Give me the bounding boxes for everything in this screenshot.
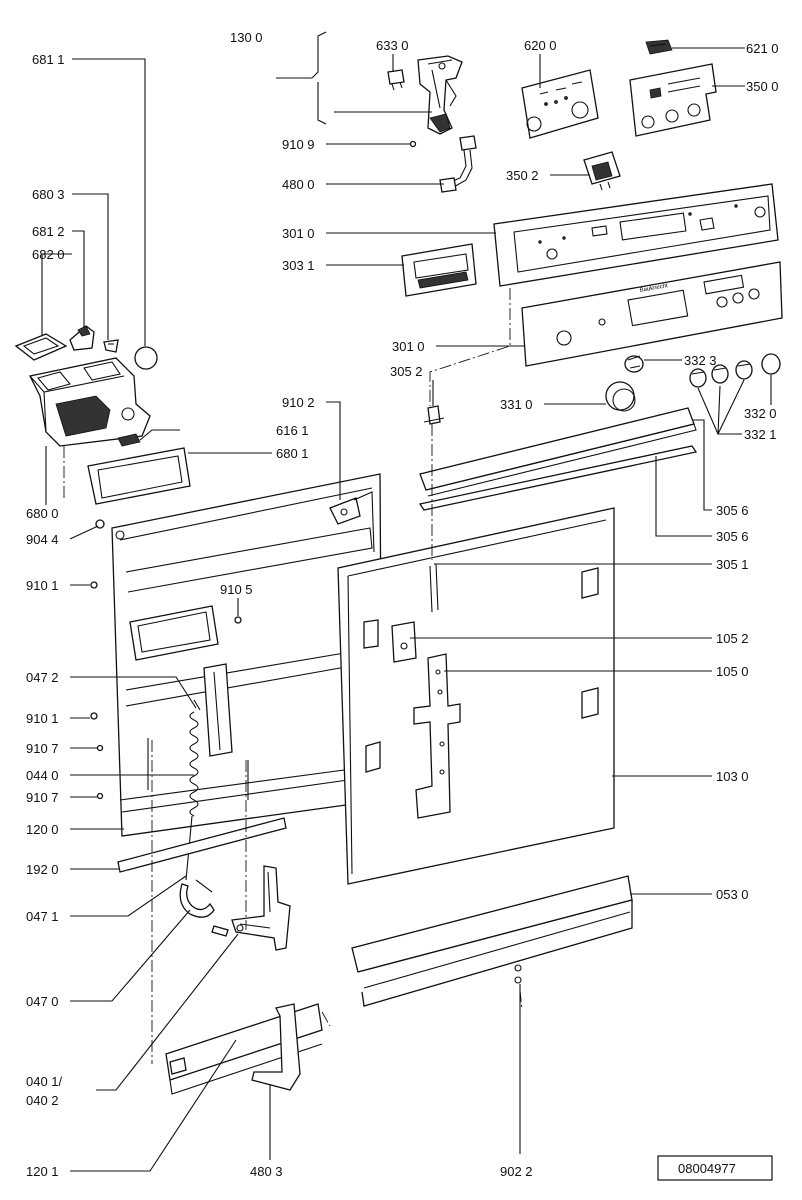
part-633-clip	[387, 69, 405, 91]
label-910-7-upper: 910 7	[26, 741, 59, 756]
part-350-pcb	[629, 63, 717, 137]
label-301-0-fascia: 301 0	[392, 339, 425, 354]
label-616-1: 616 1	[276, 423, 309, 438]
part-332-knobs	[624, 353, 781, 388]
part-053-kickplate	[351, 875, 633, 1007]
label-902-2: 902 2	[500, 1164, 533, 1179]
part-303-handle	[401, 243, 477, 297]
part-480-harness	[439, 135, 477, 193]
label-910-7-lower: 910 7	[26, 790, 59, 805]
part-681-1-plug	[134, 346, 158, 370]
label-680-1: 680 1	[276, 446, 309, 461]
label-332-3: 332 3	[684, 353, 717, 368]
label-910-1-upper: 910 1	[26, 578, 59, 593]
label-301-0-top: 301 0	[282, 226, 315, 241]
part-621-module	[645, 39, 673, 55]
label-621-0: 621 0	[746, 41, 779, 56]
part-350-2-connector	[583, 151, 621, 191]
label-680-0: 680 0	[26, 506, 59, 521]
part-labels: 681 1 130 0 633 0 620 0 621 0 350 0 910 …	[26, 30, 779, 1179]
label-633-0: 633 0	[376, 38, 409, 53]
label-105-0: 105 0	[716, 664, 749, 679]
label-105-2: 105 2	[716, 631, 749, 646]
screws	[90, 519, 242, 800]
label-350-0: 350 0	[746, 79, 779, 94]
label-910-2: 910 2	[282, 395, 315, 410]
part-305-6-rails	[418, 407, 698, 511]
part-305-2-bracket	[423, 405, 445, 425]
label-620-0: 620 0	[524, 38, 557, 53]
label-044-0: 044 0	[26, 768, 59, 783]
part-inner-door-panel	[111, 473, 383, 837]
label-040-1: 040 1/	[26, 1074, 63, 1089]
label-332-0: 332 0	[744, 406, 777, 421]
part-130-latch	[417, 55, 463, 135]
part-120-1-rail	[165, 1003, 323, 1095]
leader-lines	[41, 31, 772, 1172]
label-103-0: 103 0	[716, 769, 749, 784]
part-680-3-clip	[103, 339, 119, 353]
part-hinge-bracket	[231, 865, 291, 951]
label-305-2: 305 2	[390, 364, 423, 379]
label-682-0: 682 0	[32, 247, 65, 262]
part-680-1-gasket	[87, 447, 191, 505]
label-910-1-lower: 910 1	[26, 711, 59, 726]
part-103-door	[337, 507, 615, 885]
label-130-0: 130 0	[230, 30, 263, 45]
alignment-lines	[63, 288, 523, 1064]
part-682-seal	[14, 333, 68, 361]
label-040-2: 040 2	[26, 1093, 59, 1108]
label-680-3: 680 3	[32, 187, 65, 202]
part-616-1	[117, 433, 141, 447]
part-301-panel-frame	[493, 183, 779, 287]
document-number-box: 08004977	[657, 1155, 773, 1181]
label-910-9: 910 9	[282, 137, 315, 152]
label-480-0: 480 0	[282, 177, 315, 192]
label-904-4: 904 4	[26, 532, 59, 547]
part-047-hinge	[179, 815, 229, 937]
part-044-spring	[189, 699, 201, 817]
part-680-dispenser	[29, 357, 151, 447]
label-047-1: 047 1	[26, 909, 59, 924]
label-120-0: 120 0	[26, 822, 59, 837]
label-681-2: 681 2	[32, 224, 65, 239]
part-910-9-screw	[409, 140, 417, 148]
label-047-0: 047 0	[26, 994, 59, 1009]
label-332-1: 332 1	[744, 427, 777, 442]
part-681-2-cap	[69, 325, 95, 351]
label-681-1: 681 1	[32, 52, 65, 67]
label-192-0: 192 0	[26, 862, 59, 877]
svg-text:Bauknecht: Bauknecht	[639, 283, 668, 294]
part-620-pcb	[521, 69, 599, 139]
label-303-1: 303 1	[282, 258, 315, 273]
label-047-2: 047 2	[26, 670, 59, 685]
label-120-1: 120 1	[26, 1164, 59, 1179]
label-331-0: 331 0	[500, 397, 533, 412]
document-number: 08004977	[678, 1161, 736, 1176]
label-305-6-upper: 305 6	[716, 503, 749, 518]
label-910-5: 910 5	[220, 582, 253, 597]
label-350-2: 350 2	[506, 168, 539, 183]
label-305-1: 305 1	[716, 557, 749, 572]
label-053-0: 053 0	[716, 887, 749, 902]
part-480-3-bracket	[251, 1003, 301, 1091]
label-305-6-lower: 305 6	[716, 529, 749, 544]
label-480-3: 480 3	[250, 1164, 283, 1179]
part-301-fascia: Bauknecht	[521, 261, 783, 367]
part-331-knob	[605, 381, 636, 412]
